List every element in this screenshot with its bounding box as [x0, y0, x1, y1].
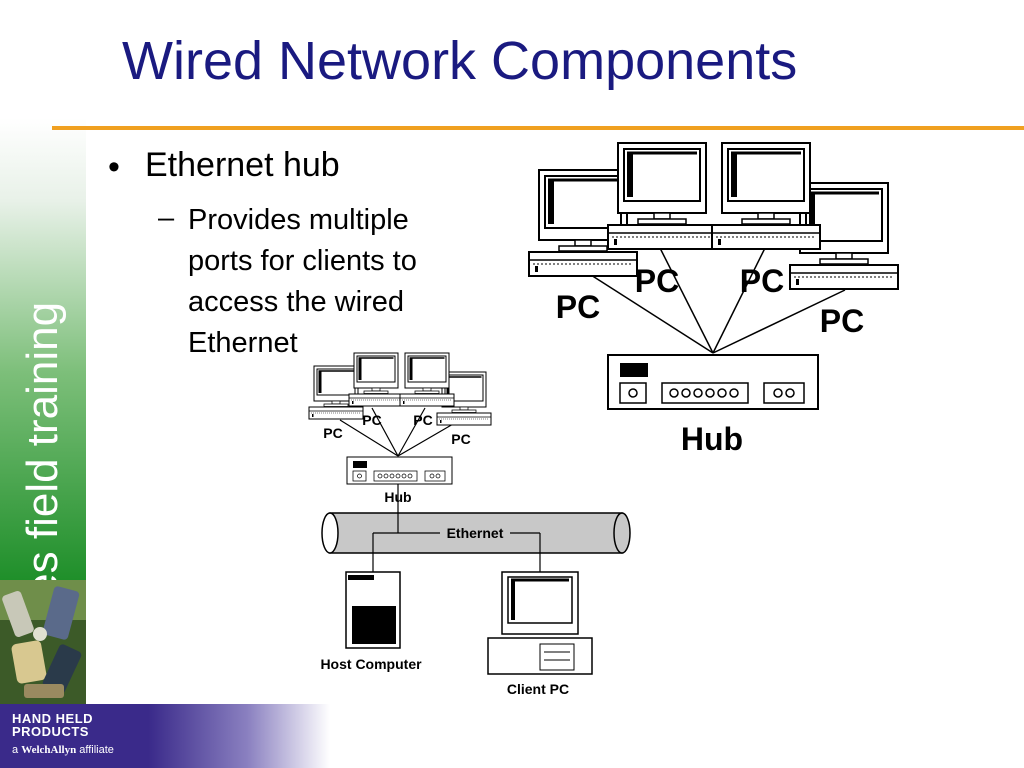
welch-allyn-brand: WelchAllyn	[21, 744, 77, 756]
client-pc-icon	[487, 571, 593, 675]
hub-icon	[346, 456, 453, 485]
pc-label: PC	[556, 289, 600, 325]
large-connection-lines	[579, 247, 846, 354]
hub-label: Hub	[681, 421, 743, 457]
small-network-diagram: PC PC PC PC Hub Ethernet Host Computer	[308, 352, 631, 697]
pc-label: PC	[451, 431, 470, 447]
ethernet-drop-lines	[372, 484, 541, 572]
page-title: Wired Network Components	[122, 31, 798, 91]
sub-bullet-line: Ethernet	[188, 327, 298, 359]
small-connection-lines	[339, 407, 461, 457]
sub-bullet-line: access the wired	[188, 286, 404, 318]
pc-icon	[710, 141, 822, 251]
logo-affiliate: a WelchAllyn affiliate	[12, 744, 114, 756]
sub-bullet-marker: –	[158, 202, 175, 234]
bullet-marker: •	[108, 148, 120, 186]
logo-bar: HAND HELD PRODUCTS a WelchAllyn affiliat…	[0, 704, 330, 768]
hub-icon	[607, 354, 819, 410]
host-computer-icon	[345, 571, 401, 649]
pc-label: PC	[740, 263, 784, 299]
ethernet-label: Ethernet	[447, 525, 504, 541]
sidebar-gradient: sales field training	[0, 118, 86, 654]
product-photo	[0, 580, 86, 704]
title-rule	[52, 126, 1024, 130]
host-computer-label: Host Computer	[320, 656, 422, 672]
logo-line2: PRODUCTS	[12, 724, 89, 739]
pc-icon	[606, 141, 718, 251]
logo-line1: HAND HELD	[12, 711, 94, 726]
sub-bullet-text: Provides multiple ports for clients to a…	[188, 200, 417, 364]
client-pc-label: Client PC	[507, 681, 569, 697]
sub-bullet-line: Provides multiple	[188, 204, 409, 236]
company-logo: HAND HELD PRODUCTS a WelchAllyn affiliat…	[12, 712, 114, 756]
pc-label: PC	[323, 425, 342, 441]
pc-label: PC	[413, 412, 432, 428]
pc-icon	[399, 352, 455, 407]
bullet-ethernet-hub: Ethernet hub	[145, 146, 340, 184]
sub-bullet-line: ports for clients to	[188, 245, 417, 277]
large-hub-diagram: PC PC PC PC Hub	[527, 141, 900, 457]
pc-label: PC	[820, 303, 864, 339]
pc-label: PC	[362, 412, 381, 428]
pc-label: PC	[635, 263, 679, 299]
pc-icon	[348, 352, 404, 407]
